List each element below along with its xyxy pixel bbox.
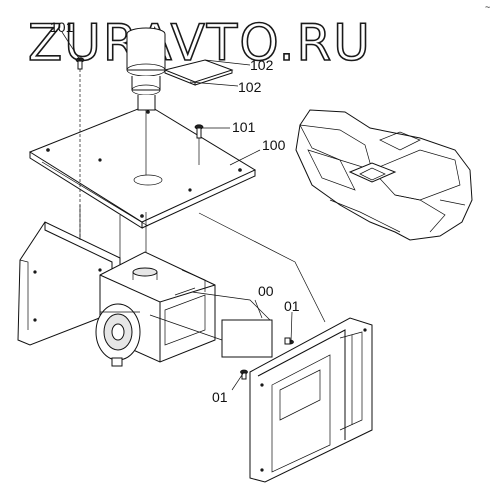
corner-mark: ~ (485, 2, 490, 12)
small-cover-plate (163, 59, 234, 86)
callout-100: 100 (262, 137, 286, 153)
bolt-01-right (284, 337, 294, 345)
callout-01-bottom: 01 (212, 389, 228, 405)
top-cover-plate (28, 104, 257, 229)
callout-101-top: 101 (50, 19, 74, 35)
callout-102-a: 102 (250, 57, 274, 73)
excavator-overview-illustration (295, 109, 473, 241)
bolt-01-bottom (240, 369, 248, 380)
callout-00: 00 (258, 283, 274, 299)
callout-01-right: 01 (284, 298, 300, 314)
fan-pulley (95, 303, 141, 367)
watermark-text: ZURAVTO.RU (28, 14, 372, 72)
right-side-panel (249, 317, 373, 483)
bolt-101-right (194, 124, 204, 165)
callout-102-b: 102 (238, 79, 262, 95)
leader-lines (61, 31, 326, 391)
gasket-plate-00 (221, 319, 273, 358)
callout-101-mid: 101 (232, 119, 256, 135)
